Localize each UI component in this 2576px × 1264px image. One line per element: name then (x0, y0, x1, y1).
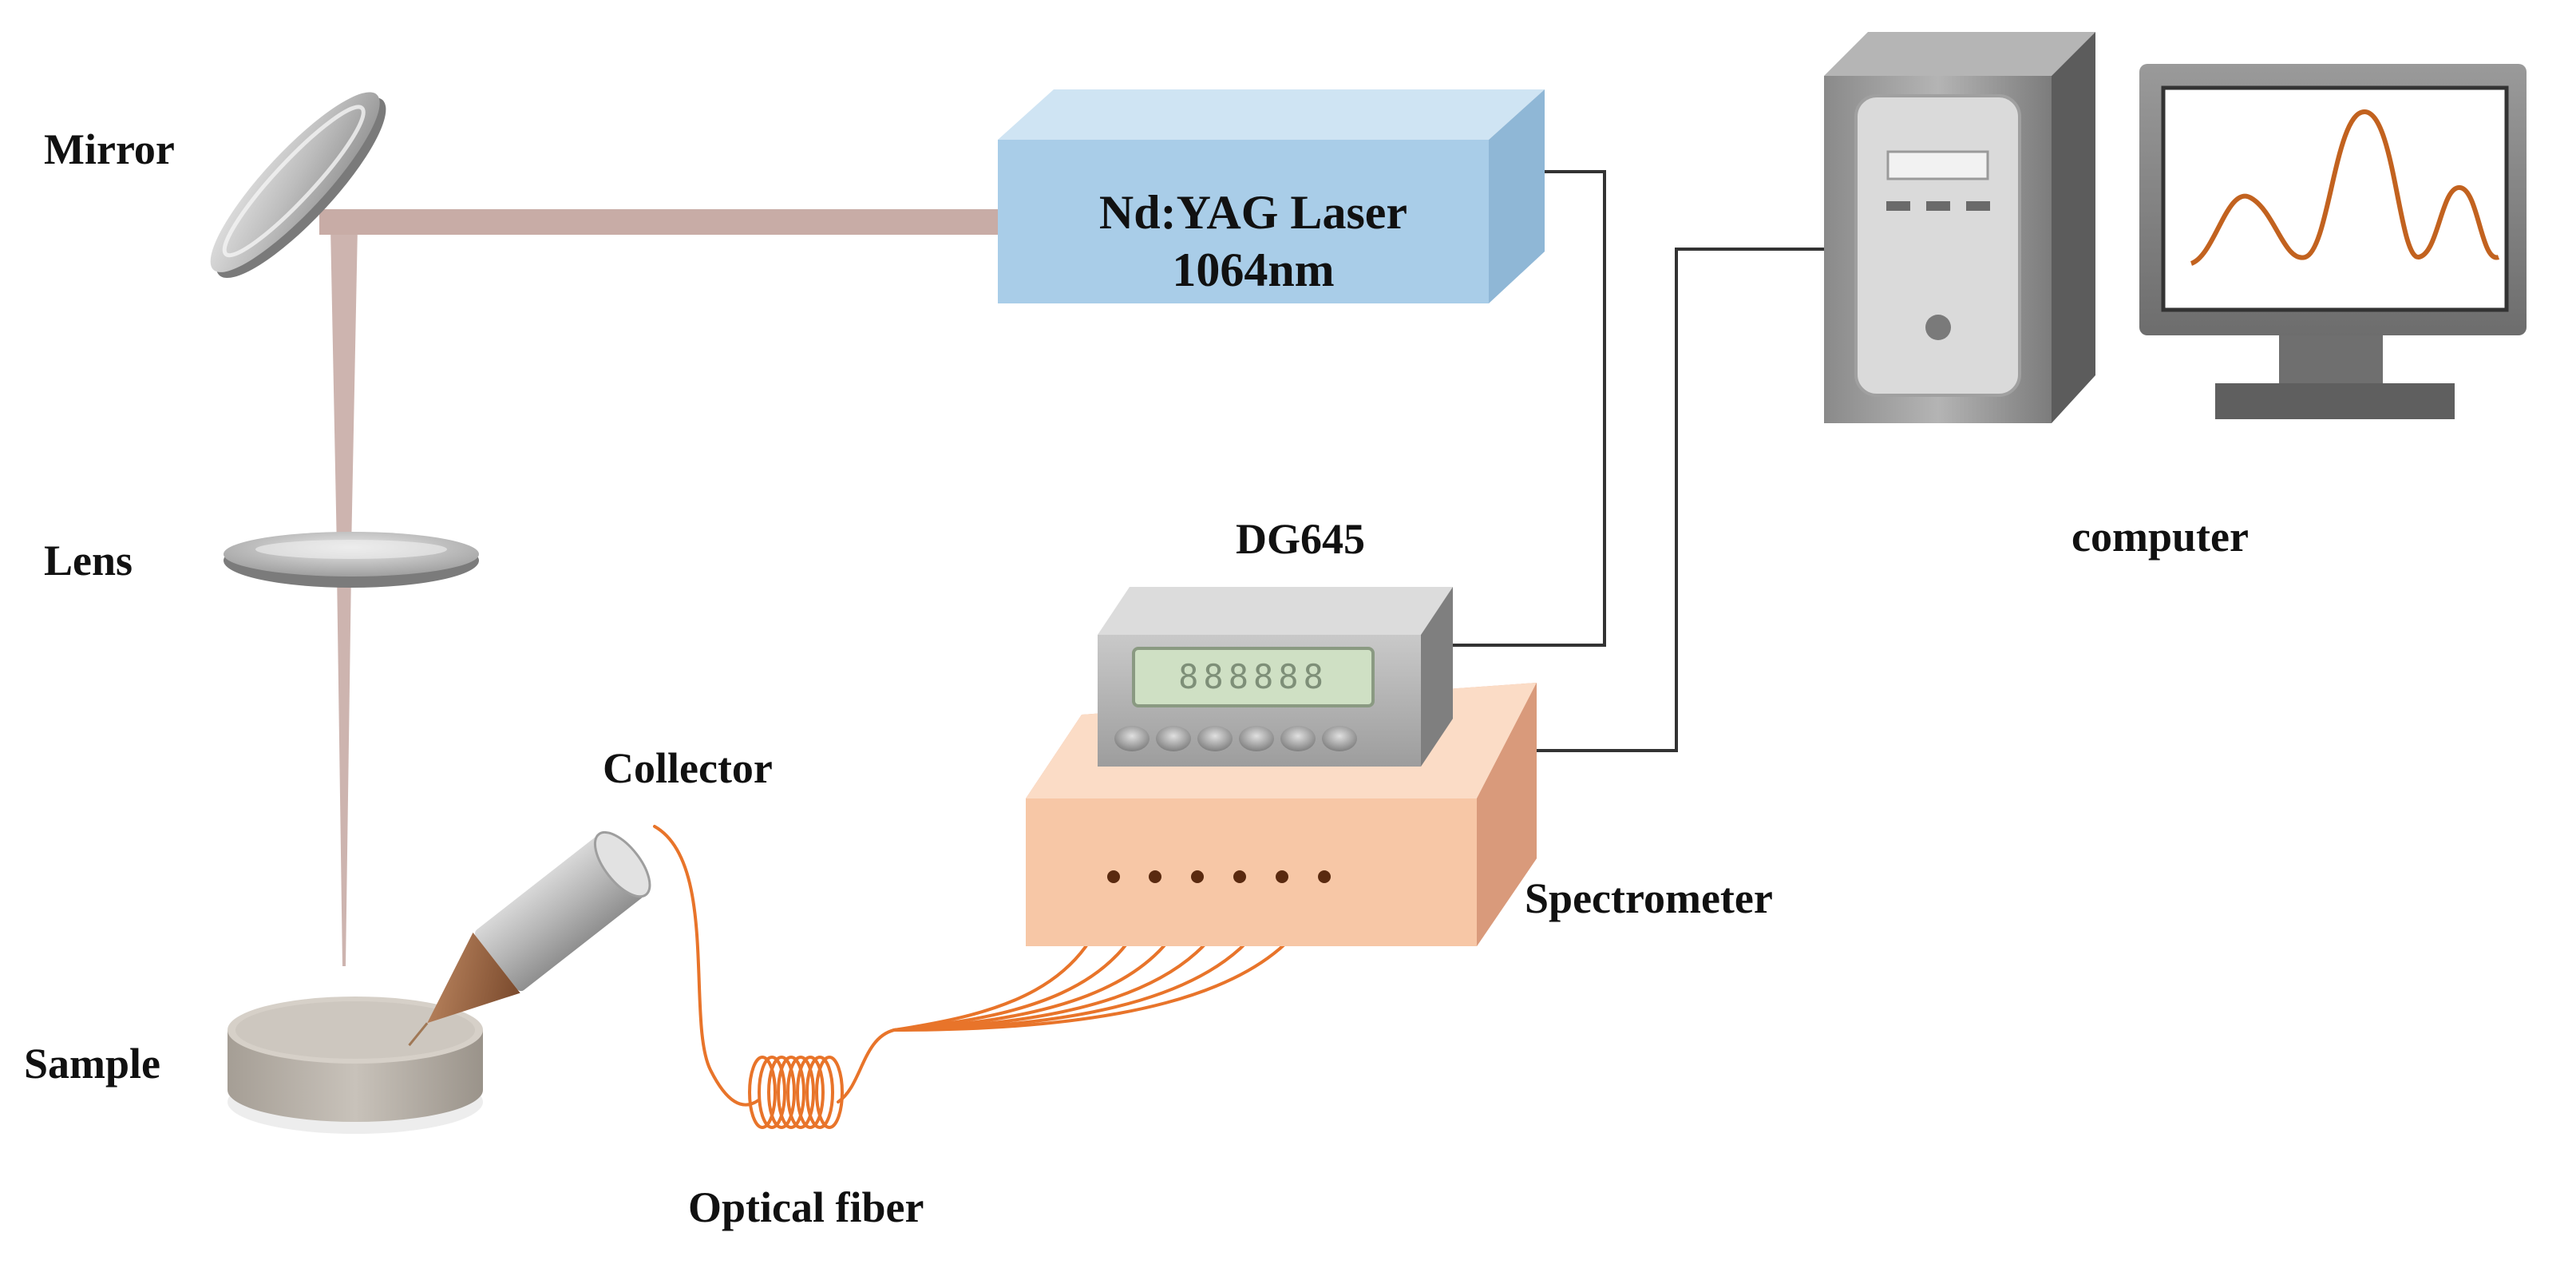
laser-wavelength: 1064nm (1172, 244, 1335, 296)
laser-box-icon (998, 89, 1545, 303)
connection-wires (1453, 170, 1824, 752)
beam-horizontal (319, 209, 998, 235)
spectrometer-ports (1107, 870, 1331, 883)
monitor-screen (2161, 85, 2509, 312)
mirror-icon (210, 92, 386, 279)
lens-label: Lens (44, 537, 133, 584)
fiber-from-collector (653, 825, 760, 1107)
lens-icon (224, 532, 479, 588)
laser-name: Nd:YAG Laser (1098, 186, 1408, 239)
computer-label: computer (2071, 513, 2249, 561)
svg-text:888888: 888888 (1178, 657, 1328, 696)
beam-focused (337, 571, 351, 966)
monitor-icon (2139, 64, 2527, 419)
spectrometer-label: Spectrometer (1525, 874, 1773, 922)
wire-spectrometer-computer (1537, 248, 1824, 752)
collector-label: Collector (603, 744, 773, 792)
sample-label: Sample (24, 1040, 161, 1088)
laser-beam (319, 209, 998, 966)
computer-tower-icon (1824, 32, 2095, 423)
dg-display (1132, 647, 1375, 707)
fiber-after-coil (837, 1028, 896, 1104)
monitor-trace (2190, 109, 2500, 266)
mirror-label: Mirror (44, 125, 175, 173)
fiber-coil-icon (748, 1056, 844, 1129)
dg-knobs (1114, 726, 1357, 751)
wire-laser-dg645 (1453, 170, 1606, 647)
collector-probe-icon (408, 830, 651, 1047)
sample-disc-icon (228, 997, 483, 1134)
delay-generator-icon: 888888 (1098, 587, 1453, 767)
laser-label: Nd:YAG Laser 1064nm (998, 184, 1509, 299)
dg645-label: DG645 (1236, 515, 1365, 563)
beam-to-lens (330, 227, 358, 551)
optical-fiber-label: Optical fiber (688, 1183, 924, 1231)
